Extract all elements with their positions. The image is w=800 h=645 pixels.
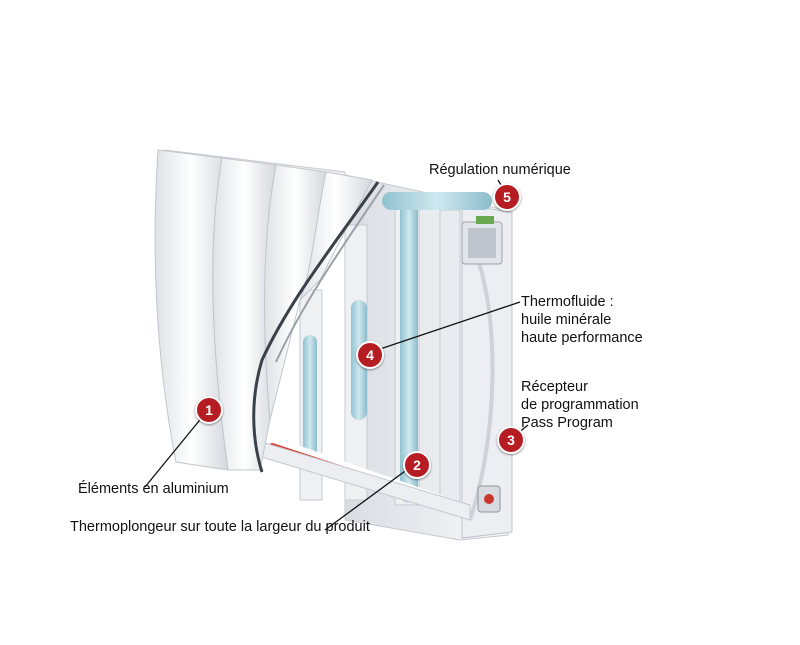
label-digital-regulation: Régulation numérique [429, 161, 571, 179]
badge-1-icon: 1 [195, 396, 223, 424]
label-line: huile minérale [521, 312, 612, 328]
badge-5-icon: 5 [493, 183, 521, 211]
label-text: Éléments en aluminium [78, 481, 229, 497]
label-line: de programmation [521, 397, 639, 413]
fluid-tubes [303, 192, 492, 503]
label-heating-element: Thermoplongeur sur toute la largeur du p… [70, 518, 370, 536]
label-receiver: Récepteur de programmation Pass Program [521, 378, 639, 432]
label-aluminium-elements: Éléments en aluminium [78, 480, 229, 498]
receiver-module [477, 485, 501, 513]
label-line: Thermofluide : [521, 294, 614, 310]
badge-4-icon: 4 [356, 341, 384, 369]
label-text: Thermoplongeur sur toute la largeur du p… [70, 519, 370, 535]
aluminium-fins [154, 149, 385, 473]
control-box [461, 216, 503, 265]
label-line: Pass Program [521, 415, 613, 431]
label-line: haute performance [521, 330, 643, 346]
label-line: Récepteur [521, 379, 588, 395]
badge-2-icon: 2 [403, 451, 431, 479]
label-text: Régulation numérique [429, 162, 571, 178]
label-thermofluid: Thermofluide : huile minérale haute perf… [521, 293, 643, 347]
badge-3-icon: 3 [497, 426, 525, 454]
leader-lines [144, 179, 529, 531]
